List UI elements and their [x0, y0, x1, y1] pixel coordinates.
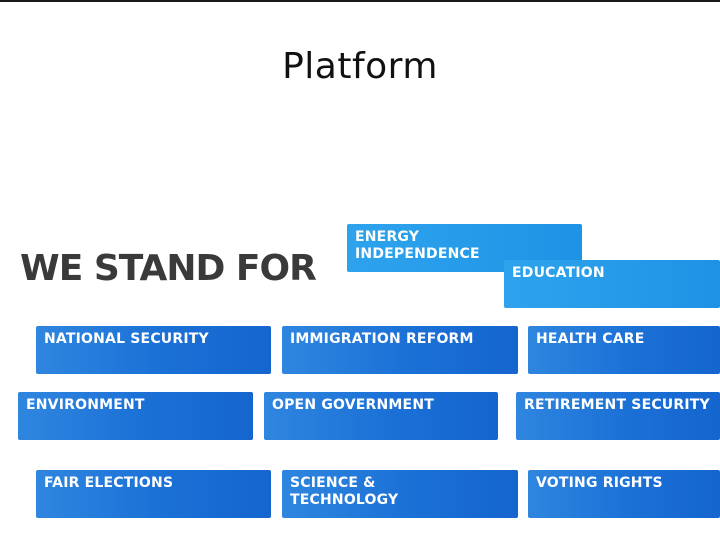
tile-label-line: TECHNOLOGY [290, 492, 399, 508]
tile-science-technology: SCIENCE & TECHNOLOGY [282, 470, 518, 518]
tile-label-line: EDUCATION [512, 265, 605, 281]
slide-title: Platform [282, 46, 438, 87]
tile-label-line: FAIR ELECTIONS [44, 475, 174, 491]
tile-label-line: ENERGY [355, 229, 420, 245]
tile-label-line: SCIENCE & [290, 475, 376, 491]
tile-label-line: ENVIRONMENT [26, 397, 145, 413]
tile-label-line: VOTING RIGHTS [536, 475, 663, 491]
tile-label-line: IMMIGRATION REFORM [290, 331, 474, 347]
tile-label-line: INDEPENDENCE [355, 246, 480, 262]
tile-open-government: OPEN GOVERNMENT [264, 392, 498, 440]
tile-energy-independence: ENERGY INDEPENDENCE [347, 224, 582, 272]
we-stand-for-headline: WE STAND FOR [20, 248, 317, 289]
tile-immigration-reform: IMMIGRATION REFORM [282, 326, 518, 374]
tile-voting-rights: VOTING RIGHTS [528, 470, 720, 518]
tile-label-line: NATIONAL SECURITY [44, 331, 209, 347]
tile-education: EDUCATION [504, 260, 720, 308]
tile-environment: ENVIRONMENT [18, 392, 253, 440]
tile-label-line: HEALTH CARE [536, 331, 645, 347]
tile-fair-elections: FAIR ELECTIONS [36, 470, 271, 518]
tile-label-line: RETIREMENT SECURITY [524, 397, 710, 413]
tile-label-line: OPEN GOVERNMENT [272, 397, 434, 413]
tile-retirement-security: RETIREMENT SECURITY [516, 392, 720, 440]
tile-national-security: NATIONAL SECURITY [36, 326, 271, 374]
tile-health-care: HEALTH CARE [528, 326, 720, 374]
